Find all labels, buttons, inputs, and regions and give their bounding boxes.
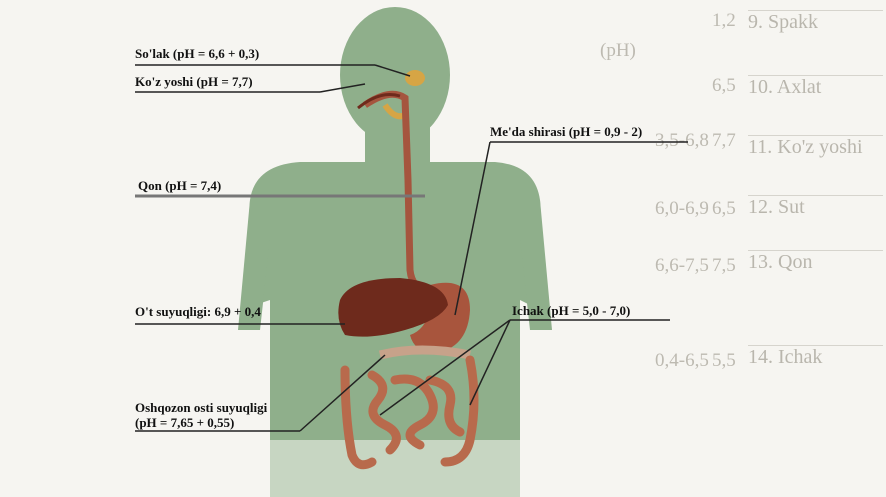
label-koz-yoshi: Ko'z yoshi (pH = 7,7) [135, 74, 253, 89]
label-meda-shirasi: Me'da shirasi (pH = 0,9 - 2) [490, 124, 642, 139]
label-oshqozon-line2: (pH = 7,65 + 0,55) [135, 415, 234, 430]
label-oshqozon-line1: Oshqozon osti suyuqligi [135, 400, 267, 415]
salivary-gland [405, 70, 425, 86]
label-solak: So'lak (pH = 6,6 + 0,3) [135, 46, 259, 61]
label-ichak: Ichak (pH = 5,0 - 7,0) [512, 303, 630, 318]
body-silhouette [238, 7, 552, 497]
label-ot-suyuqligi: O't suyuqligi: 6,9 + 0,4 [135, 304, 261, 319]
label-qon: Qon (pH = 7,4) [138, 178, 221, 193]
pancreas [380, 350, 470, 355]
